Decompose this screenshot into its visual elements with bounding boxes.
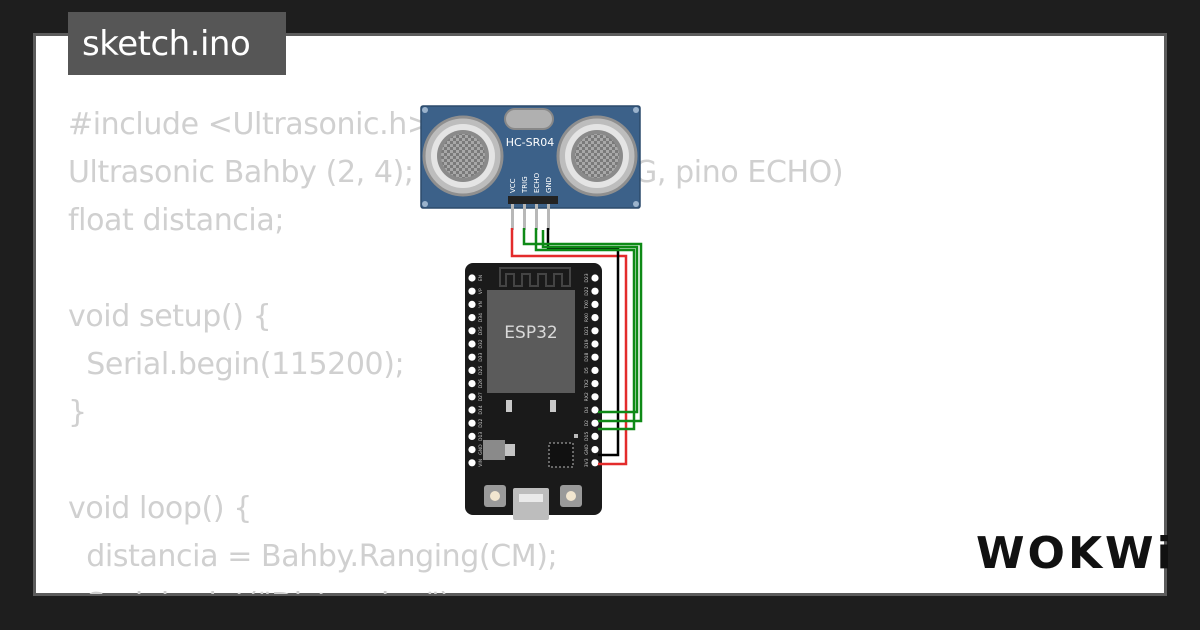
pin-d25[interactable] (468, 366, 476, 374)
pin-label: RX2 (584, 392, 590, 401)
pin-label: D18 (584, 352, 590, 361)
code-line: Serial.begin(115200); (68, 347, 405, 382)
pin-d19[interactable] (591, 340, 599, 348)
code-line: distancia = Bahby.Ranging(CM); (68, 539, 558, 574)
pin-label: D21 (584, 326, 590, 335)
pin-rx0[interactable] (591, 314, 599, 322)
pin-d4[interactable] (591, 406, 599, 414)
pin-rx2[interactable] (591, 393, 599, 401)
sensor-model-label: HC-SR04 (506, 136, 555, 149)
pin-label: D13 (478, 432, 484, 441)
transducer-right-icon (556, 115, 638, 197)
esp32-module (487, 290, 575, 393)
pin-d23[interactable] (591, 274, 599, 282)
pin-label: VP (478, 288, 484, 294)
chip-label: ESP32 (504, 323, 557, 343)
pin-d32[interactable] (468, 340, 476, 348)
pin-label: D19 (584, 339, 590, 348)
pin-d26[interactable] (468, 380, 476, 388)
pin-3v3[interactable] (591, 459, 599, 467)
code-line: #include <Ultrasonic.h> (68, 107, 432, 142)
pin-d5[interactable] (591, 366, 599, 374)
pin-label: VN (478, 301, 484, 307)
code-line: Serial.print("Distancia: "); (68, 581, 843, 594)
pin-d22[interactable] (591, 287, 599, 295)
pin-d34[interactable] (468, 314, 476, 322)
pin-d14[interactable] (468, 406, 476, 414)
wire-trig (522, 228, 643, 423)
pin-d21[interactable] (591, 327, 599, 335)
pin-vp[interactable] (468, 287, 476, 295)
esp32-board[interactable]: ESP32 ENVPVND34D35D32D33D25D26D27D14D12D… (465, 263, 602, 520)
pin-vin[interactable] (468, 459, 476, 467)
pin-label-echo: ECHO (533, 172, 541, 193)
wires (510, 228, 643, 466)
transducer-left-icon (422, 115, 504, 197)
wire-vcc (510, 228, 628, 466)
hc-sr04-sensor[interactable]: HC-SR04 VCC TRIG ECHO GND (420, 105, 641, 230)
usb-port (513, 488, 549, 520)
wokwi-logo: WOKWi (976, 528, 1175, 579)
pin-label: D22 (584, 286, 590, 295)
pin-label: D23 (584, 273, 590, 282)
pin-d12[interactable] (468, 419, 476, 427)
code-line: } (68, 395, 87, 430)
pin-d27[interactable] (468, 393, 476, 401)
pin-label: D32 (478, 339, 484, 348)
pin-label: TX2 (584, 379, 590, 389)
wire-echo-2 (541, 230, 639, 414)
pin-label: VIN (478, 459, 484, 467)
pin-d33[interactable] (468, 353, 476, 361)
pin-label: D25 (478, 366, 484, 375)
file-tab-label: sketch.ino (82, 23, 251, 64)
code-line: void setup() { (68, 299, 272, 334)
pin-d13[interactable] (468, 432, 476, 440)
pin-label: D14 (478, 405, 484, 414)
pin-d2[interactable] (591, 419, 599, 427)
code-line: float distancia; (68, 203, 285, 238)
pin-label: RX0 (584, 313, 590, 322)
pin-label: D35 (478, 326, 484, 335)
pin-d15[interactable] (591, 432, 599, 440)
pin-label: D27 (478, 392, 484, 401)
pin-tx2[interactable] (591, 380, 599, 388)
code-line: void loop() { (68, 491, 252, 526)
pin-en[interactable] (468, 274, 476, 282)
pin-label: D15 (584, 432, 590, 441)
pin-gnd[interactable] (591, 446, 599, 454)
pin-label: GND (584, 444, 590, 455)
pin-d35[interactable] (468, 327, 476, 335)
pin-d18[interactable] (591, 353, 599, 361)
pin-label: D33 (478, 352, 484, 361)
pin-label: EN (478, 275, 484, 281)
pin-label-vcc: VCC (509, 178, 517, 193)
pin-tx0[interactable] (591, 300, 599, 308)
pin-label: GND (478, 444, 484, 455)
wire-echo (534, 228, 636, 431)
pin-vn[interactable] (468, 300, 476, 308)
file-tab[interactable]: sketch.ino (68, 12, 286, 75)
pin-gnd[interactable] (468, 446, 476, 454)
pin-label: D4 (584, 407, 590, 413)
pin-label: D5 (584, 367, 590, 373)
pin-label: D34 (478, 313, 484, 322)
pin-label: D12 (478, 418, 484, 427)
pin-label: TX0 (584, 300, 590, 310)
pin-label: D2 (584, 420, 590, 426)
pin-label: 3V3 (584, 458, 590, 467)
pin-label-gnd: GND (545, 177, 553, 193)
pin-label-trig: TRIG (521, 176, 529, 194)
pin-label: D26 (478, 379, 484, 388)
